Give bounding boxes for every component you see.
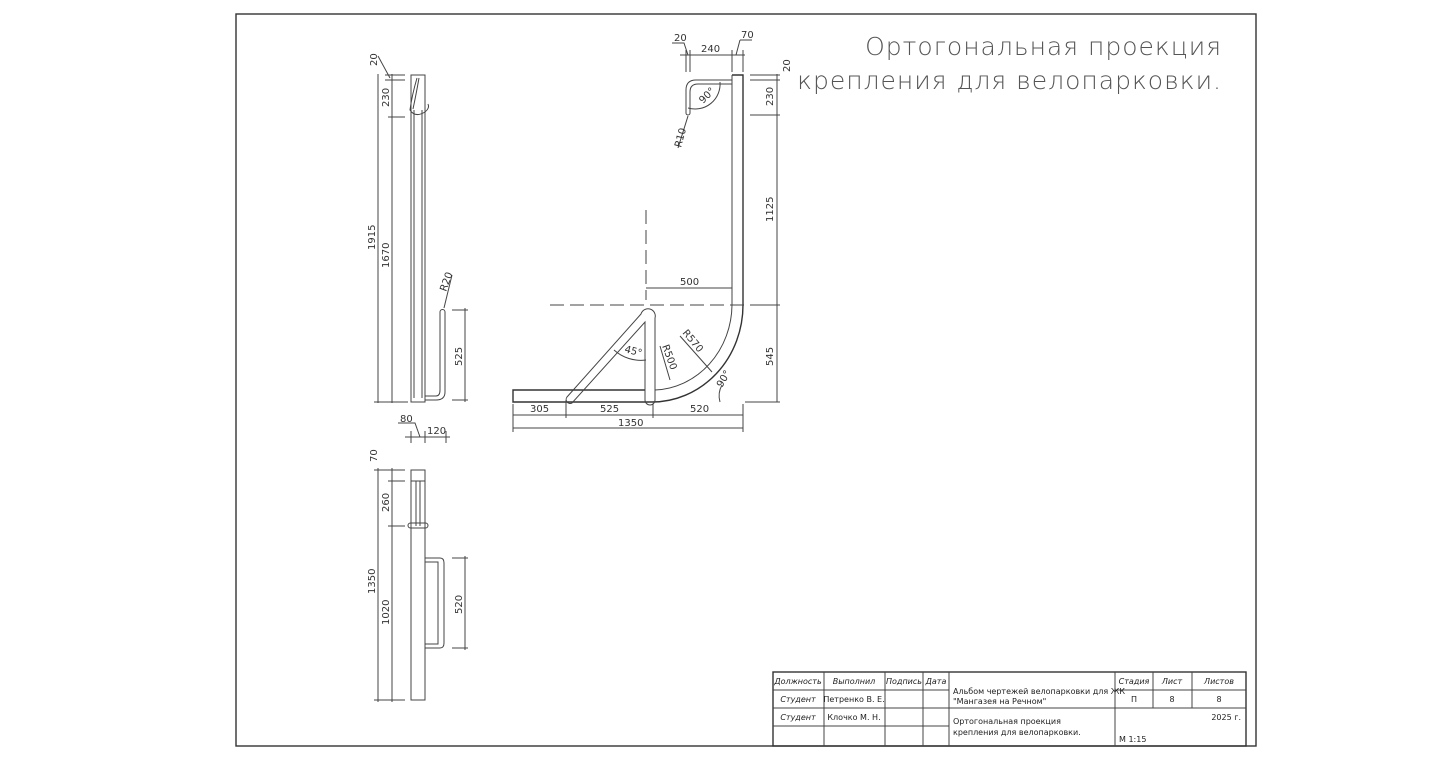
dim-side-1915: 1915 [367, 225, 378, 250]
dim-top-view-1350: 1350 [367, 569, 378, 594]
row2-name: Клочко М. Н. [827, 713, 880, 722]
dim-top-20: 20 [674, 33, 687, 44]
drawing-line [377, 55, 391, 79]
dim-top-240: 240 [701, 44, 720, 55]
dim-right-1125: 1125 [765, 197, 776, 222]
drawing-line [407, 522, 429, 529]
drawing-line [679, 335, 713, 373]
stage-label: Стадия [1119, 677, 1150, 686]
row1-name: Петренко В. Е. [823, 695, 884, 704]
radius-r10: R10 [673, 127, 689, 149]
radius-r20: R20 [438, 271, 455, 293]
drawing-line [772, 671, 1247, 747]
dim-bottom-525: 525 [600, 404, 619, 415]
drawing-line [409, 77, 430, 116]
drawing-line [659, 345, 671, 381]
dim-top-view-70: 70 [369, 449, 380, 462]
dim-bottom-1350: 1350 [618, 418, 643, 429]
sheets-value: 8 [1216, 695, 1221, 704]
drawing-line [410, 74, 426, 403]
drawing-line [410, 469, 426, 701]
dim-top-view-260: 260 [381, 493, 392, 512]
angle-45: 45° [623, 344, 643, 359]
header-performed: Выполнил [833, 677, 876, 686]
year: 2025 г. [1211, 713, 1241, 722]
drawing-line [685, 79, 732, 116]
drawing-line [687, 81, 721, 110]
dim-side-1670: 1670 [381, 243, 392, 268]
dim-right-545: 545 [765, 347, 776, 366]
dim-top-view-1020: 1020 [381, 600, 392, 625]
drawing-title-line1: Ортогональная проекция [865, 32, 1222, 61]
drawing-line [677, 115, 689, 149]
dim-top-view-80: 80 [400, 414, 413, 425]
dim-side-230: 230 [381, 88, 392, 107]
sheet-label: Лист [1161, 677, 1183, 686]
sheets-label: Листов [1203, 677, 1234, 686]
dim-top-70: 70 [741, 30, 754, 41]
drawing-line [398, 422, 421, 438]
radius-r570: R570 [680, 328, 705, 355]
dim-bottom-520: 520 [690, 404, 709, 415]
row1-role: Студент [780, 695, 816, 704]
dim-right-20: 20 [782, 59, 793, 72]
drawing-line [425, 557, 445, 649]
drawing-line [654, 75, 733, 391]
dim-right-230: 230 [765, 87, 776, 106]
dim-side-525: 525 [454, 347, 465, 366]
header-role: Должность [773, 677, 822, 686]
radius-r500: R500 [659, 343, 678, 371]
drawing-line [443, 274, 453, 309]
dim-top-view-120: 120 [427, 426, 446, 437]
dim-side-20: 20 [369, 53, 380, 66]
drawing-line [718, 384, 723, 403]
sheet-title-line2: крепления для велопарковки. [953, 728, 1081, 737]
album-title-line1: Альбом чертежей велопарковки для ЖК [953, 687, 1125, 696]
drawing-line [565, 308, 656, 406]
main-view: 20 240 70 20 230 1125 545 500 305 525 52… [512, 30, 793, 432]
row2-role: Студент [780, 713, 816, 722]
sheet-title-line1: Ортогональная проекция [953, 717, 1061, 726]
scale: М 1:15 [1119, 735, 1146, 744]
drawing-line [613, 349, 647, 361]
top-view: 80 120 70 260 1350 1020 520 [367, 414, 468, 702]
stage-value: П [1131, 695, 1137, 704]
angle-90-top: 90° [697, 86, 717, 106]
title-block: Должность Выполнил Подпись Дата Студент … [772, 671, 1247, 747]
drawing-line [425, 309, 446, 401]
dim-bottom-305: 305 [530, 404, 549, 415]
dim-500: 500 [680, 277, 699, 288]
album-title-line2: "Мангазея на Речном" [953, 697, 1046, 706]
header-date: Дата [925, 677, 947, 686]
side-view: 20 230 1915 1670 R20 525 [367, 53, 468, 403]
sheet-value: 8 [1169, 695, 1174, 704]
header-signature: Подпись [886, 677, 922, 686]
drawing-line [672, 39, 752, 56]
drawing-title-line2: крепления для велопарковки. [797, 66, 1222, 95]
dim-top-view-520: 520 [454, 595, 465, 614]
sheet-frame [235, 13, 1257, 747]
